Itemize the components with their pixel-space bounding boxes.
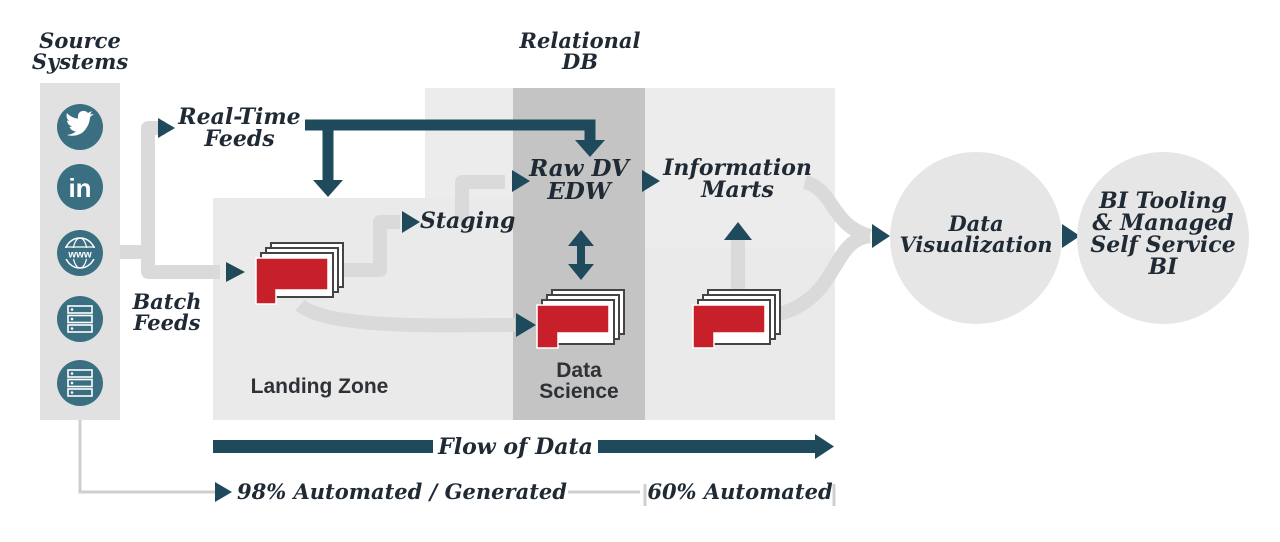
data-visualization-line-1: Data	[948, 211, 1004, 236]
data-visualization-circle	[890, 152, 1062, 324]
data-visualization-line-2: Visualization	[899, 232, 1053, 257]
arrow-to-datascience	[516, 313, 536, 337]
flow-of-data-text: Flow of Data	[438, 434, 593, 460]
bi-tooling-line-3: Self Service	[1090, 232, 1236, 258]
information-marts-docs	[692, 289, 781, 349]
automated-generated-text: 98% Automated / Generated	[237, 479, 567, 504]
bi-tooling-label: BI Tooling & Managed Self Service BI	[1083, 190, 1243, 278]
information-marts-line-2: Marts	[701, 177, 774, 203]
arrowheads	[158, 118, 1080, 502]
automated-60-label: 60% Automated	[647, 481, 833, 502]
data-science-label: Data Science	[523, 360, 635, 402]
source-systems-line-2: Systems	[31, 49, 129, 74]
server-icon	[57, 360, 103, 406]
arrow-automated	[215, 482, 232, 502]
information-marts-label: Information Marts	[660, 157, 815, 201]
raw-dv-edw-label: Raw DV EDW	[523, 157, 635, 203]
data-visualization-label: Data Visualization	[896, 213, 1056, 255]
arrow-to-rawdv	[512, 170, 530, 192]
landing-zone-text: Landing Zone	[250, 375, 389, 398]
source-systems-heading: Source Systems	[30, 30, 130, 72]
batch-feeds-line-1: Batch	[132, 289, 202, 314]
realtime-feeds-line-2: Feeds	[204, 126, 275, 152]
landing-zone-panel	[213, 198, 513, 420]
landing-zone-docs	[255, 242, 344, 305]
flow-of-data-label: Flow of Data	[433, 436, 598, 458]
server-icon	[57, 296, 103, 342]
arrow-to-rawdv-down	[575, 140, 605, 157]
linkedin-icon-text: in	[68, 173, 91, 203]
batch-feeds-line-2: Feeds	[133, 310, 201, 335]
landing-zone-label: Landing Zone	[232, 376, 407, 397]
twitter-icon	[57, 104, 103, 150]
data-science-line-1: Data	[556, 359, 602, 382]
www-icon: www	[57, 230, 103, 276]
source-systems-line-1: Source	[39, 28, 121, 53]
data-science-line-2: Science	[539, 380, 619, 403]
arrow-to-staging	[402, 211, 420, 233]
relational-db-line-2: DB	[562, 49, 598, 74]
relational-db-line-1: Relational	[519, 28, 641, 53]
bi-tooling-line-4: BI	[1148, 254, 1178, 280]
bi-tooling-circle	[1077, 152, 1249, 324]
arrow-to-marts	[642, 170, 660, 192]
raw-dv-line-2: EDW	[547, 178, 611, 205]
bidirectional-arrow	[568, 230, 594, 280]
staging-text: Staging	[420, 208, 516, 234]
realtime-feeds-label: Real-Time Feeds	[172, 106, 307, 150]
arrow-batch	[226, 262, 245, 282]
www-icon-text: www	[67, 250, 92, 261]
information-marts-line-1: Information	[663, 155, 812, 181]
linkedin-icon: in	[57, 164, 103, 210]
arrow-realtime	[158, 118, 175, 138]
bi-tooling-line-2: & Managed	[1092, 210, 1234, 236]
realtime-feeds-line-1: Real-Time	[178, 104, 301, 130]
arrow-to-bi	[1062, 224, 1080, 248]
flow-of-data-bars	[213, 434, 834, 459]
arrow-up-to-marts	[724, 222, 752, 240]
relational-db-heading: Relational DB	[505, 30, 655, 72]
bi-tooling-line-1: BI Tooling	[1099, 188, 1227, 214]
automated-60-text: 60% Automated	[647, 479, 833, 504]
staging-label: Staging	[420, 210, 515, 232]
realtime-feed-lines	[305, 119, 596, 180]
arrow-to-landing-down	[313, 180, 343, 197]
footer-connectors	[78, 420, 836, 506]
automated-generated-label: 98% Automated / Generated	[237, 481, 567, 502]
data-science-docs	[536, 289, 625, 349]
raw-dv-line-1: Raw DV	[529, 155, 629, 182]
arrow-to-dataviz	[872, 224, 890, 248]
light-connectors	[120, 121, 873, 333]
batch-feeds-label: Batch Feeds	[122, 291, 212, 333]
